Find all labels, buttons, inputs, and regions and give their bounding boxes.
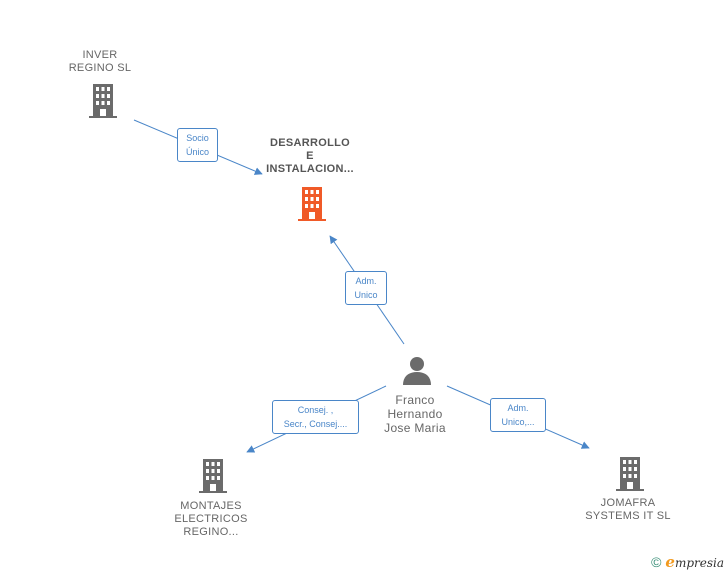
edge-label-adm-jomafra[interactable]: Adm. Unico,... [490, 398, 546, 432]
edge-label-line: Consej. , [297, 405, 334, 415]
brand-initial: e [665, 553, 675, 571]
edge-label-line: Secr., Consej.... [283, 419, 348, 429]
building-main-icon [298, 187, 326, 221]
edge-label-line: Adm. [355, 276, 377, 286]
edge-label-line: Único [185, 147, 209, 157]
label-line: JOMAFRA [600, 497, 656, 509]
edge-label-consej[interactable]: Consej. , Secr., Consej.... [272, 400, 359, 434]
person-icon [403, 357, 431, 385]
label-line: ELECTRICOS [174, 513, 248, 525]
edge-label-socio[interactable]: Socio Único [177, 128, 218, 162]
label-line: INVER [82, 49, 118, 61]
node-label-montajes[interactable]: MONTAJES ELECTRICOS REGINO... [156, 500, 266, 539]
copyright-symbol: © [651, 554, 662, 570]
label-line: INSTALACION... [266, 163, 354, 175]
node-label-inver[interactable]: INVER REGINO SL [50, 49, 150, 75]
label-line: SYSTEMS IT SL [585, 510, 671, 522]
brand-logo: empresia [665, 553, 724, 571]
label-line: Franco [395, 393, 435, 407]
brand-watermark: ©empresia [651, 553, 724, 571]
label-line: MONTAJES [180, 500, 242, 512]
label-line: Jose Maria [384, 421, 446, 435]
building-icon [199, 459, 227, 493]
brand-name: mpresia [674, 556, 724, 570]
edge-label-line: Unico [354, 290, 378, 300]
label-line: E [306, 150, 314, 162]
edge-label-line: Socio [186, 133, 209, 143]
building-icon [616, 457, 644, 491]
label-line: DESARROLLO [270, 137, 350, 149]
edge-label-line: Unico,... [501, 417, 535, 427]
label-line: Hernando [387, 407, 443, 421]
edge-label-adm-main[interactable]: Adm. Unico [345, 271, 387, 305]
node-label-jomafra[interactable]: JOMAFRA SYSTEMS IT SL [568, 497, 688, 523]
label-line: REGINO... [183, 526, 239, 538]
edge-label-line: Adm. [507, 403, 529, 413]
building-icon [89, 84, 117, 118]
label-line: REGINO SL [68, 62, 132, 74]
node-label-franco[interactable]: Franco Hernando Jose Maria [365, 393, 465, 435]
node-label-desarrollo[interactable]: DESARROLLO E INSTALACION... [250, 137, 370, 176]
